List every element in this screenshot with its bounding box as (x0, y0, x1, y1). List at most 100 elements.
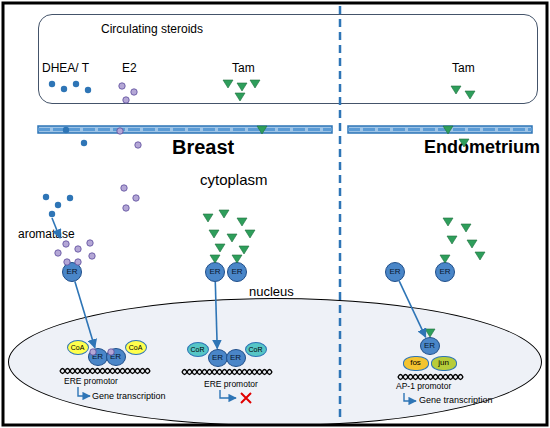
receptor-label: ER (228, 263, 246, 281)
promoter-label: ERE promotor (204, 380, 258, 389)
estradiol-dot (64, 259, 70, 265)
transcription-arrow (220, 390, 236, 398)
tamoxifen-symbol (447, 236, 457, 244)
coactivator-ellipse: CoA (125, 340, 147, 355)
tamoxifen-symbol (467, 240, 477, 248)
protein-label: jun (432, 357, 456, 370)
compartment-box: Circulating steroids (38, 14, 538, 104)
tamoxifen-symbol (443, 126, 453, 134)
androgen-dot (61, 86, 67, 92)
promoter-label: AP-1 promotor (396, 382, 451, 391)
receptor-label: ER (227, 350, 245, 366)
tamoxifen-symbol (245, 230, 255, 238)
tamoxifen-symbol (227, 234, 237, 242)
receptor-label: ER (63, 263, 81, 281)
membrane-texture (348, 128, 532, 131)
transcription-factor: fos (403, 356, 429, 371)
androgen-dot (67, 195, 73, 201)
cell-membrane (348, 126, 532, 133)
tamoxifen-symbol (257, 126, 267, 134)
estradiol-dot (123, 97, 129, 103)
tamoxifen-symbol (237, 218, 247, 226)
cell-membrane (38, 126, 332, 133)
tamoxifen-symbol (237, 83, 247, 91)
dna-strand (60, 369, 150, 374)
receptor-circle: ER (420, 337, 440, 355)
promoter-label: ERE promotor (64, 377, 118, 386)
estradiol-dot (87, 240, 93, 246)
tamoxifen-symbol (232, 255, 242, 263)
tamoxifen-symbol (209, 230, 219, 238)
tissue-title: Breast (172, 137, 234, 157)
drug-label: Tam (232, 62, 255, 74)
receptor-circle: ER (62, 262, 82, 282)
coactivator-ellipse: CoA (67, 340, 89, 355)
estradiol-dot (55, 250, 61, 256)
receptor-circle: ER (205, 262, 225, 282)
transcription-arrow (78, 387, 90, 396)
protein-label: CoR (188, 343, 208, 356)
transcription-factor: jun (431, 356, 457, 371)
tamoxifen-symbol (250, 80, 260, 88)
tamoxifen-symbol (223, 80, 233, 88)
tamoxifen-symbol (215, 244, 225, 252)
drug-label: Tam (452, 62, 475, 74)
estradiol-dot (133, 195, 139, 201)
tissue-divider (339, 6, 342, 422)
estradiol-dot (131, 89, 137, 95)
tamoxifen-symbol (239, 246, 249, 254)
transcription-arrow (404, 393, 416, 401)
dna-strand (60, 369, 150, 374)
tamoxifen-symbol (235, 93, 245, 101)
receptor-circle: ER (226, 349, 246, 367)
steroid-label: DHEA/ T (42, 62, 89, 74)
estradiol-dot (135, 142, 141, 148)
receptor-circle: ER (435, 262, 455, 282)
dna-strand (398, 375, 463, 380)
protein-label: CoA (126, 341, 146, 354)
figure-frame (3, 3, 547, 425)
estradiol-dot (90, 349, 96, 355)
tamoxifen-symbol (425, 329, 435, 337)
protein-label: CoR (246, 343, 266, 356)
estradiol-dot (123, 205, 129, 211)
tamoxifen-symbol (440, 255, 450, 263)
receptor-label: ER (209, 350, 227, 366)
receptor-circle: ER (227, 262, 247, 282)
dna-strand (182, 370, 272, 375)
arrow-connector (215, 282, 217, 349)
compartment-label: cytoplasm (200, 172, 268, 187)
dna-strand (182, 370, 272, 375)
steroid-label: E2 (122, 62, 137, 74)
tamoxifen-symbol (443, 218, 453, 226)
receptor-circle: ER (385, 262, 405, 282)
compartment-title: nucleus (249, 285, 294, 298)
receptor-label: ER (206, 263, 224, 281)
estradiol-dot (63, 241, 69, 247)
tamoxifen-symbol (475, 252, 485, 260)
receptor-label: ER (107, 349, 125, 365)
protein-label: fos (404, 357, 428, 370)
tissue-title: Endometrium (424, 138, 540, 156)
receptor-label: ER (386, 263, 404, 281)
membrane-texture (38, 128, 332, 131)
estradiol-dot (121, 185, 127, 191)
arrow-connector (399, 281, 425, 337)
compartment-title: Circulating steroids (101, 23, 203, 35)
receptor-label: ER (89, 349, 107, 365)
androgen-dot (49, 211, 55, 217)
androgen-dot (73, 81, 79, 87)
tamoxifen-symbol (451, 86, 461, 94)
estradiol-dot (119, 83, 125, 89)
corepressor-ellipse: CoR (187, 342, 209, 357)
outcome-label: Gene transcription (92, 392, 166, 401)
estradiol-dot (108, 349, 114, 355)
androgen-dot (49, 81, 55, 87)
outcome-label: Gene transcription (419, 396, 493, 405)
dna-strand (398, 375, 463, 380)
conversion-arrow (52, 218, 60, 238)
receptor-circle: ER (106, 348, 126, 366)
